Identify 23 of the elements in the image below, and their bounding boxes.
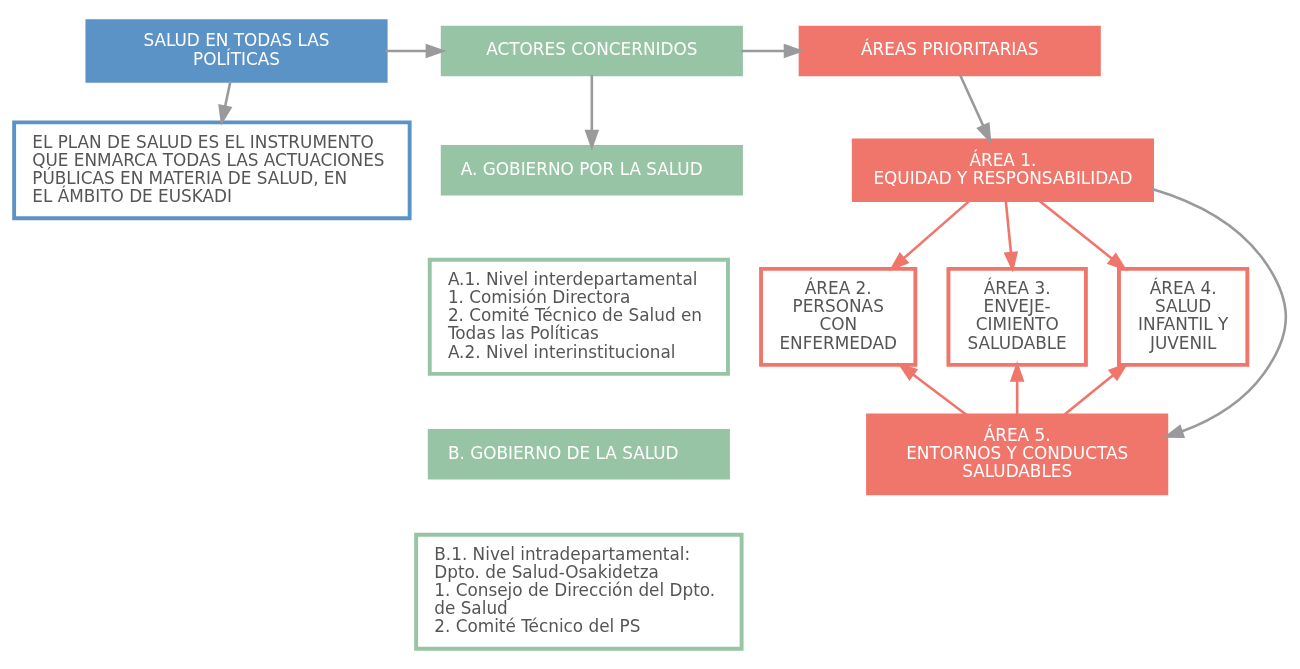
arrow — [897, 362, 968, 416]
node-box: A.1. Nivel interdepartamental 1. Comisión Directora 2. Comité Técnico de Salud en Todas las Políticas A.2. Nivel interinstitucional — [427, 257, 730, 376]
node-box: B.1. Nivel intradepartamental: Dpto. de Salud-Osakidetza 1. Consejo de Dirección del Dpto. de Salud 2. Comité Técnico del PS — [414, 532, 744, 651]
arrow — [958, 73, 992, 144]
node-box: B. GOBIERNO DE LA SALUD — [427, 428, 730, 480]
arrow — [1062, 361, 1129, 416]
arrow — [218, 80, 233, 126]
node-box: ÁREA 5. ENTORNOS Y CONDUCTAS SALUDABLES — [866, 412, 1169, 495]
arrow — [385, 43, 447, 58]
arrow — [1003, 199, 1019, 273]
node-box: A. GOBIERNO POR LA SALUD — [440, 144, 743, 196]
arrow — [1151, 187, 1288, 438]
arrow — [741, 43, 805, 58]
arrow — [584, 74, 600, 150]
node-box: ÁREA 1. EQUIDAD Y RESPONSABILIDAD — [851, 138, 1154, 202]
node-box: ÁREA 3. ENVEJE- CIMIENTO SALUDABLE — [946, 266, 1088, 367]
node-box: EL PLAN DE SALUD ES EL INSTRUMENTO QUE ENMARCA TODAS LAS ACTUACIONES PÚBLICAS EN MATERIA DE SALUD, EN EL ÁMBITO DE EUSKADI — [12, 119, 412, 220]
node-box: SALUD EN TODAS LAS POLÍTICAS — [85, 18, 388, 83]
node-box: ÁREA 4. SALUD INFANTIL Y JUVENIL — [1117, 266, 1250, 367]
arrow — [1009, 360, 1025, 415]
node-box: ÁREA 2. PERSONAS CON ENFERMEDAD — [759, 266, 918, 367]
node-box: ÁREAS PRIORITARIAS — [798, 25, 1101, 76]
node-box: ACTORES CONCERNIDOS — [440, 25, 743, 76]
